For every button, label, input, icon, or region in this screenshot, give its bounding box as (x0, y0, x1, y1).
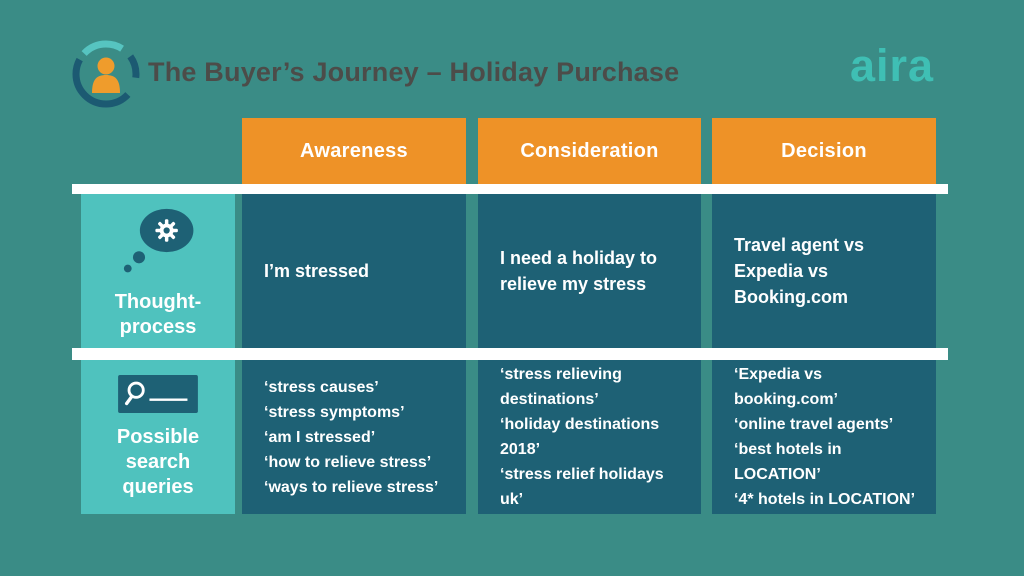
cell-consideration-queries: ‘stress relieving destinations’ ‘holiday… (478, 360, 701, 514)
column-header-awareness: Awareness (242, 118, 466, 184)
row-label-search-queries: Possible search queries (81, 360, 235, 514)
cell-text: Travel agent vs Expedia vs Booking.com (734, 235, 865, 307)
search-query: ‘how to relieve stress’ (264, 453, 432, 471)
search-query: ‘online travel agents’ (734, 416, 894, 433)
buyer-journey-logo-icon (68, 35, 144, 113)
cell-decision-queries: ‘Expedia vs booking.com’ ‘online travel … (712, 360, 936, 514)
search-query: ‘ways to relieve stress’ (264, 478, 439, 496)
search-query: ‘4* hotels in LOCATION’ (734, 491, 916, 508)
row-label-thought-process: Thought-process (81, 194, 235, 348)
search-query: ‘stress symptoms’ (264, 403, 405, 421)
cell-consideration-thought: I need a holiday to relieve my stress (478, 194, 701, 348)
thought-bubble-gear-icon (112, 202, 204, 278)
column-header-decision: Decision (712, 118, 936, 184)
row-divider-top (72, 184, 948, 194)
page-title: The Buyer’s Journey – Holiday Purchase (148, 57, 680, 87)
row-label-text: Thought-process (114, 291, 202, 338)
row-divider-bottom (72, 348, 948, 360)
search-query: ‘stress causes’ (264, 378, 379, 396)
search-query: ‘best hotels in LOCATION’ (734, 441, 842, 483)
search-query: ‘holiday destinations 2018’ (500, 416, 660, 458)
cell-awareness-thought: I’m stressed (242, 194, 466, 348)
row-label-text: Possible search queries (116, 425, 200, 498)
cell-awareness-queries: ‘stress causes’ ‘stress symptoms’ ‘am I … (242, 360, 466, 514)
search-query: ‘stress relieving destinations’ (500, 366, 622, 408)
search-bar-icon (117, 374, 199, 413)
column-header-consideration: Consideration (478, 118, 701, 184)
search-query: ‘stress relief holidays uk’ (500, 466, 664, 508)
cell-decision-thought: Travel agent vs Expedia vs Booking.com (712, 194, 936, 348)
cell-text: I need a holiday to relieve my stress (500, 248, 658, 294)
search-query: ‘am I stressed’ (264, 428, 376, 446)
cell-text: I’m stressed (264, 261, 370, 281)
aira-brand-logo: aira (850, 40, 935, 91)
search-query: ‘Expedia vs booking.com’ (734, 366, 838, 408)
